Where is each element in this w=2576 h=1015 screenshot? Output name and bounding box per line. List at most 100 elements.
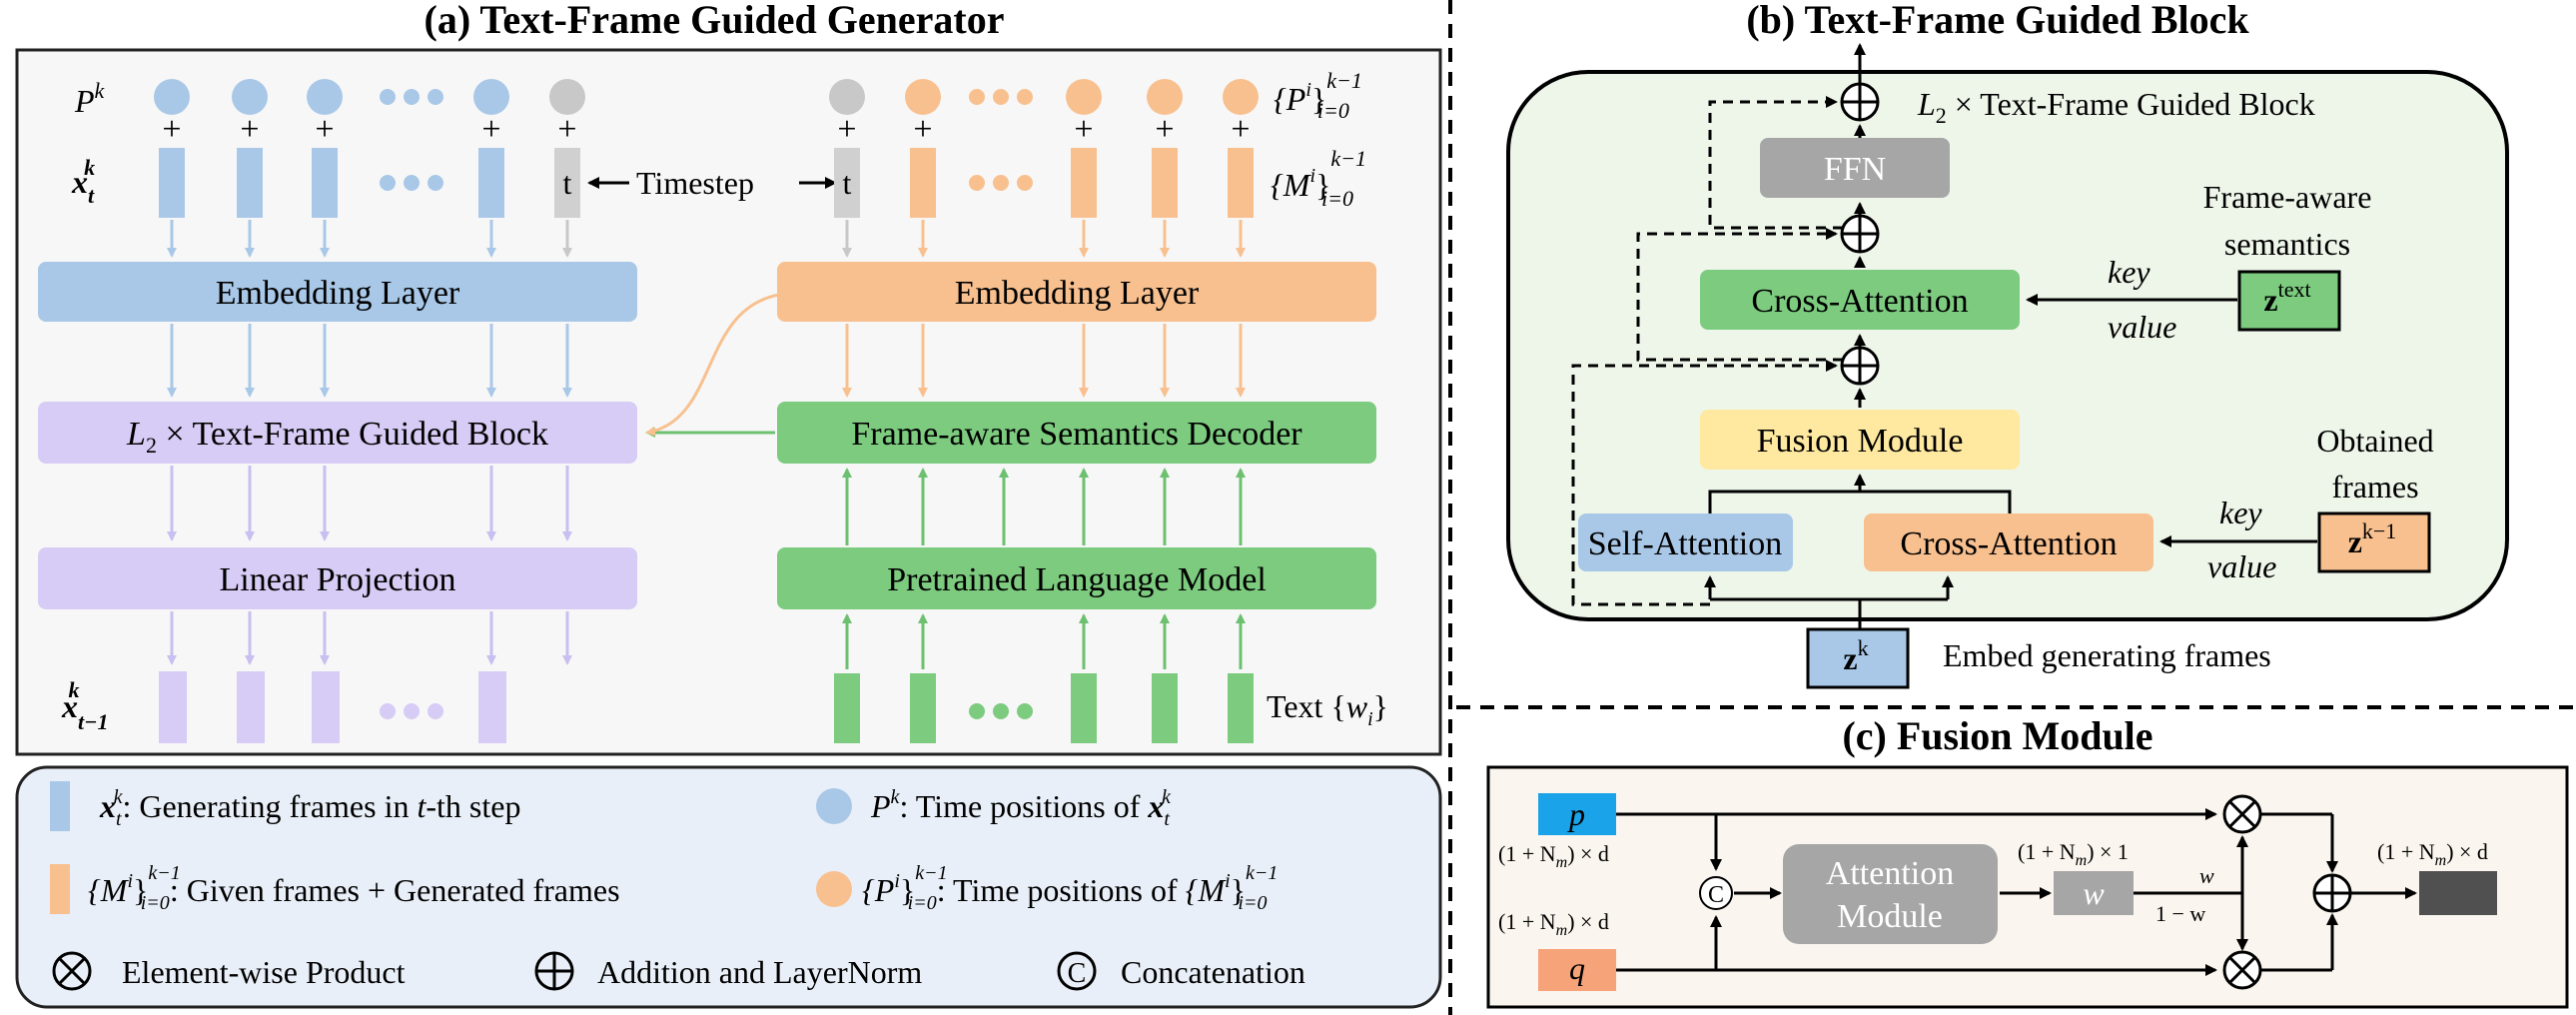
linear-projection-box: [38, 547, 637, 609]
arrows-to-output: [167, 611, 572, 665]
svg-text:C: C: [1068, 958, 1087, 989]
embedding-to-block-curve: [645, 293, 780, 437]
frame-aware-label-2: semantics: [2224, 226, 2350, 262]
cross-attention-bottom-box: [1864, 513, 2153, 571]
frame-aware-label-1: Frame-aware: [2203, 179, 2372, 215]
fusion-module-label: Fusion Module: [1757, 423, 1964, 460]
left-frame-bars: [159, 148, 580, 218]
legend-item-generating: xtk: Generating frames in t-th step: [99, 786, 520, 830]
right-t-token: t: [843, 165, 852, 201]
self-attention-label: Self-Attention: [1588, 525, 1783, 562]
self-attention-box: [1578, 513, 1793, 571]
fusion-module-box: [1700, 410, 2020, 470]
left-t-token: t: [563, 165, 572, 201]
q-box: [1538, 949, 1616, 991]
attention-module-label-1: Attention: [1826, 855, 1954, 892]
svg-text:+: +: [240, 111, 259, 148]
svg-text:+: +: [162, 111, 181, 148]
legend-orange-bar: [50, 864, 70, 914]
obtained-label-2: frames: [2331, 469, 2418, 505]
svg-text:C: C: [1708, 882, 1724, 908]
panel-c-frame: [1486, 765, 2569, 1009]
output-dim-label: (1 + Nm) × d: [2377, 839, 2488, 869]
text-token-bars: [834, 673, 1254, 743]
ffn-box: [1760, 138, 1950, 198]
one-minus-w-label: 1 − w: [2155, 901, 2205, 926]
embedding-layer-right: [777, 262, 1376, 322]
key-bottom: key: [2219, 495, 2262, 530]
panel-b-header: L2 × Text-Frame Guided Block: [1917, 86, 2315, 128]
z-prev-label: zk−1: [2348, 518, 2397, 559]
arrows-text-to-plm: [842, 613, 1246, 669]
right-position-circles: [829, 79, 1259, 115]
legend-blue-bar: [50, 781, 70, 831]
linear-label: Linear Projection: [220, 561, 456, 598]
embedding-right-label: Embedding Layer: [955, 275, 1200, 312]
right-frame-bars: [834, 148, 1254, 218]
obtained-label-1: Obtained: [2316, 423, 2433, 459]
cross-attention-top-box: [1700, 270, 2020, 330]
decoder-box: [777, 402, 1376, 464]
value-bottom: value: [2207, 548, 2276, 584]
svg-text:+: +: [837, 111, 856, 148]
output-frame-bars: [159, 671, 506, 743]
embedding-left-label: Embedding Layer: [216, 275, 460, 312]
product-bottom-icon: [2222, 950, 2262, 990]
arrows-to-linear: [167, 466, 572, 541]
z-prev-box: [2317, 511, 2431, 573]
w-dim-label: (1 + Nm) × 1: [2018, 839, 2129, 869]
legend-item-time-positions: Pk: Time positions of xtk: [870, 786, 1172, 830]
svg-text:+: +: [557, 111, 576, 148]
legend-box: [15, 765, 1442, 1009]
q-dim-label: (1 + Nm) × d: [1498, 909, 1609, 939]
left-position-circles: [154, 79, 585, 115]
add-norm-low-icon: [1840, 346, 1880, 386]
q-label: q: [1569, 950, 1585, 986]
z-k-box: [1806, 627, 1910, 689]
w-box-label: w: [2083, 875, 2105, 911]
p-box: [1538, 793, 1616, 835]
addition-layernorm-icon: [534, 951, 574, 991]
w-weight-label: w: [2199, 863, 2214, 888]
panel-c-title: (c) Fusion Module: [1842, 713, 2152, 758]
p-dim-label: (1 + Nm) × d: [1498, 841, 1609, 871]
value-top: value: [2108, 309, 2176, 345]
fusion-output-box: [2419, 871, 2497, 915]
product-top-icon: [2222, 794, 2262, 834]
pk-label: Pk: [74, 78, 106, 119]
svg-text:+: +: [913, 111, 932, 148]
w-box: [2054, 871, 2134, 915]
svg-text:+: +: [1155, 111, 1174, 148]
text-wi-label: Text {wi}: [1267, 688, 1388, 730]
guided-block-box: [38, 402, 637, 464]
svg-text:+: +: [1231, 111, 1250, 148]
xprev-label: xt−1k: [61, 677, 108, 734]
element-wise-product-icon: [52, 951, 92, 991]
ffn-label: FFN: [1824, 151, 1886, 188]
key-top: key: [2108, 254, 2150, 290]
svg-text:+: +: [315, 111, 334, 148]
embedding-layer-left: [38, 262, 637, 322]
right-plus-signs: + + + + +: [837, 111, 1250, 148]
concat-icon: C: [1699, 876, 1733, 910]
svg-text:+: +: [481, 111, 500, 148]
arrows-plm-to-decoder: [842, 468, 1246, 545]
svg-text:+: +: [1074, 111, 1093, 148]
add-norm-top-icon: [1840, 82, 1880, 122]
left-plus-signs: + + + + +: [162, 111, 576, 148]
legend-blue-circle: [816, 788, 852, 824]
attention-module-box: [1783, 844, 1998, 944]
cross-attention-bottom-label: Cross-Attention: [1900, 525, 2117, 562]
concatenation-icon: C: [1057, 951, 1097, 991]
arrows-to-guided-block: [167, 324, 1246, 398]
add-norm-mid-icon: [1840, 214, 1880, 254]
panel-b-frame: [1506, 70, 2509, 621]
add-fusion-icon: [2312, 873, 2352, 913]
p-label: p: [1567, 796, 1585, 832]
attention-module-label-2: Module: [1837, 898, 1943, 935]
